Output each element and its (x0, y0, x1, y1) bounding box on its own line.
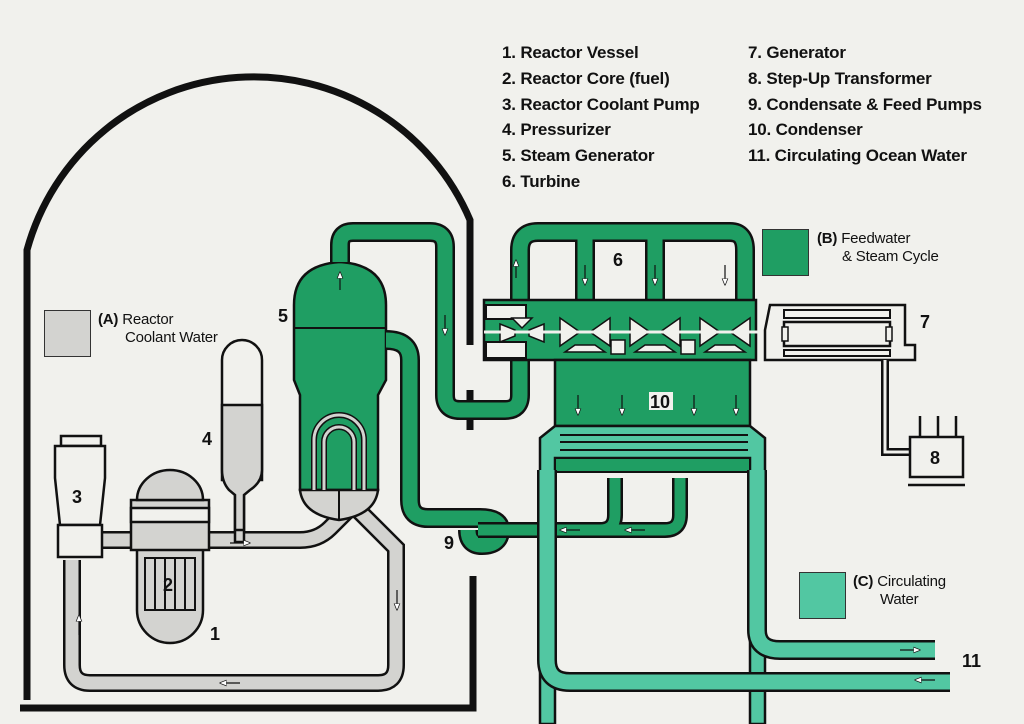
legend-components-right: 7. Generator 8. Step-Up Transformer 9. C… (748, 40, 982, 169)
reactor-coolant-pump (53, 434, 107, 559)
containment-building (23, 73, 474, 700)
reactor-vessel (129, 468, 211, 645)
key-swatch-feedwater-steam (762, 229, 809, 276)
label-transformer-number: 8 (930, 448, 940, 468)
key-label-circulating-water: (C) Circulating Water (853, 573, 946, 608)
legend-item: 1. Reactor Vessel (502, 43, 639, 62)
label-pumps-number: 9 (444, 533, 454, 553)
pressurizer (220, 338, 264, 532)
legend-item: 5. Steam Generator (502, 146, 655, 166)
key-swatch-reactor-coolant (44, 310, 91, 357)
legend-item: 8. Step-Up Transformer (748, 68, 932, 88)
primary-coolant-loop (63, 478, 405, 692)
turbine (482, 298, 770, 362)
label-ocean-water-number: 11 (962, 651, 981, 671)
legend-item: 4. Pressurizer (502, 120, 611, 140)
legend-item: 3. Reactor Coolant Pump (502, 94, 700, 114)
legend-item: 9. Condensate & Feed Pumps (748, 94, 982, 114)
condenser (538, 358, 767, 724)
legend-components-left: 1. Reactor Vessel 2. Reactor Core (fuel)… (502, 40, 700, 195)
legend-item: 10. Condenser (748, 120, 863, 140)
label-generator-number: 7 (920, 312, 930, 332)
steam-feedwater-loop (330, 222, 755, 556)
legend-item: 11. Circulating Ocean Water (748, 146, 967, 166)
reactor-core (144, 557, 196, 611)
key-label-feedwater-steam: (B) Feedwater & Steam Cycle (817, 230, 939, 265)
legend-item: 6. Turbine (502, 171, 580, 191)
containment-wall-right-lower (20, 576, 477, 712)
label-pressurizer-number: 4 (202, 429, 212, 449)
flow-arrows (79, 260, 935, 683)
circulating-water-pipes (537, 470, 950, 692)
label-steam-generator-number: 5 (278, 306, 288, 326)
label-condenser-number: 10 (650, 392, 670, 412)
label-reactor-vessel-number: 1 (210, 624, 220, 644)
key-label-reactor-coolant: (A) Reactor Coolant Water (98, 311, 218, 346)
step-up-transformer (908, 416, 965, 487)
generator (763, 303, 917, 456)
label-turbine-number: 6 (613, 250, 623, 270)
label-coolant-pump-number: 3 (72, 487, 82, 507)
legend-item: 2. Reactor Core (fuel) (502, 68, 670, 88)
key-swatch-circulating-water (799, 572, 846, 619)
steam-generator (292, 260, 388, 522)
label-reactor-core-number: 2 (163, 575, 173, 595)
legend-item: 7. Generator (748, 43, 846, 62)
